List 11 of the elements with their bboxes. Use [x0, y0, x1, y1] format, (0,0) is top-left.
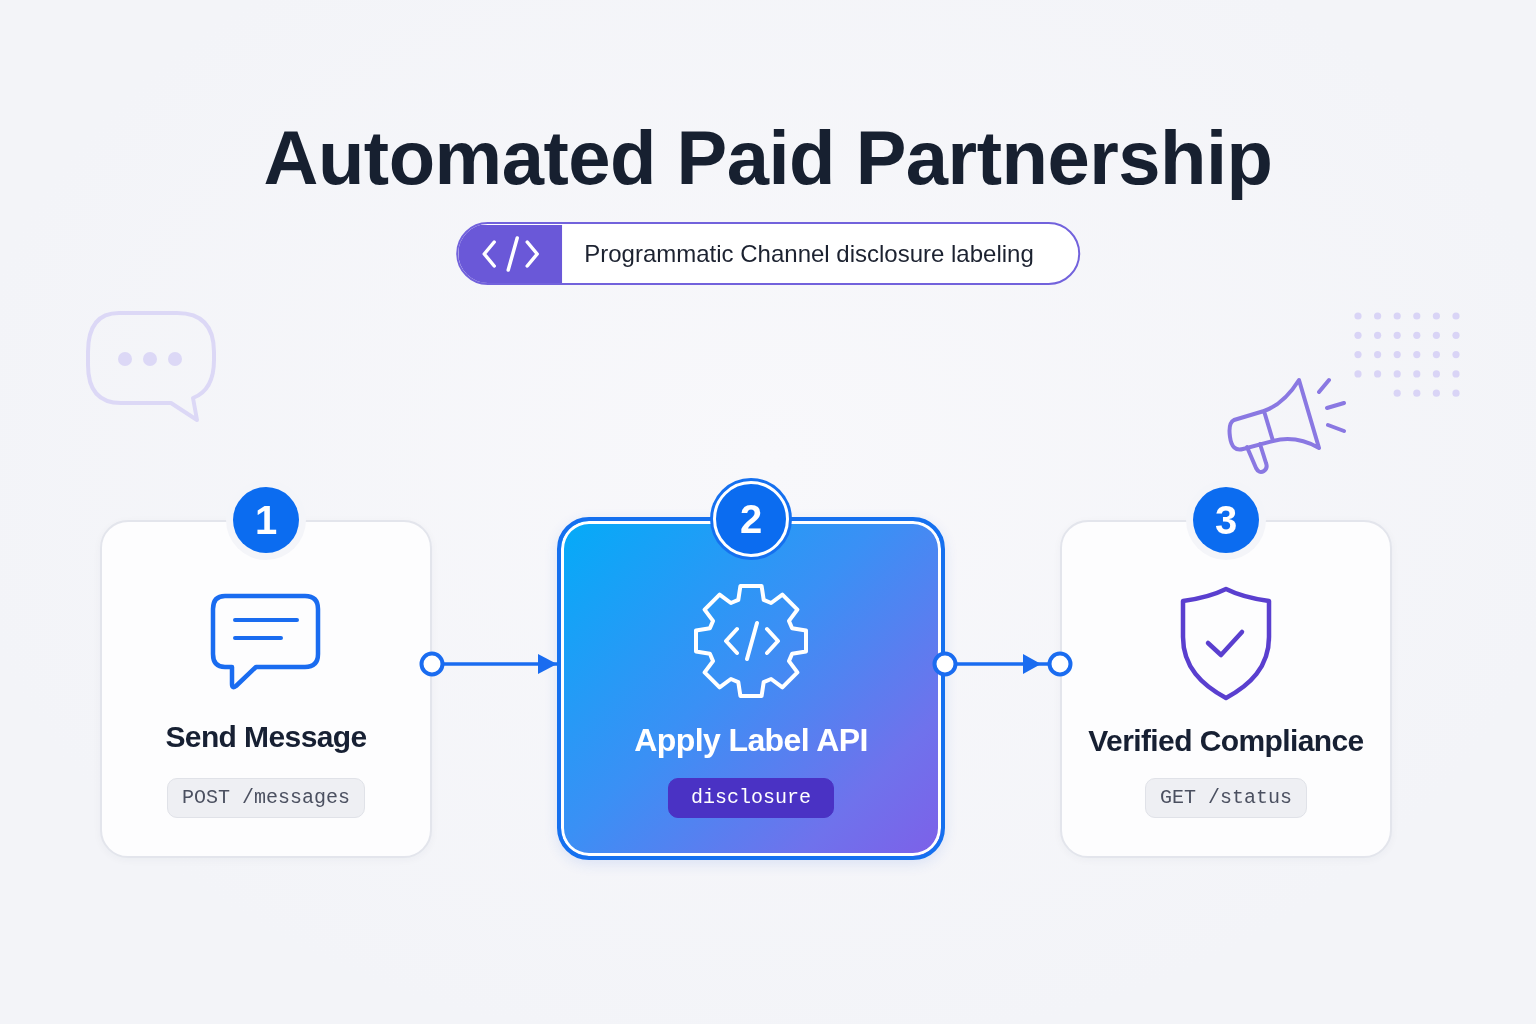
- step-title: Verified Compliance: [1088, 723, 1364, 759]
- subtitle-text: Programmatic Channel disclosure labeling: [584, 239, 1034, 268]
- endpoint-code: POST /messages: [167, 778, 365, 818]
- step-title: Send Message: [165, 719, 367, 755]
- step-number: 2: [713, 481, 789, 557]
- connector-arrow: [419, 651, 557, 677]
- endpoint-code: GET /status: [1145, 778, 1307, 818]
- label-tag: disclosure: [668, 778, 834, 818]
- step-title: Apply Label API: [634, 721, 868, 759]
- connector-arrow: [932, 651, 1073, 677]
- diagram-title: Automated Paid Partnership: [263, 114, 1273, 202]
